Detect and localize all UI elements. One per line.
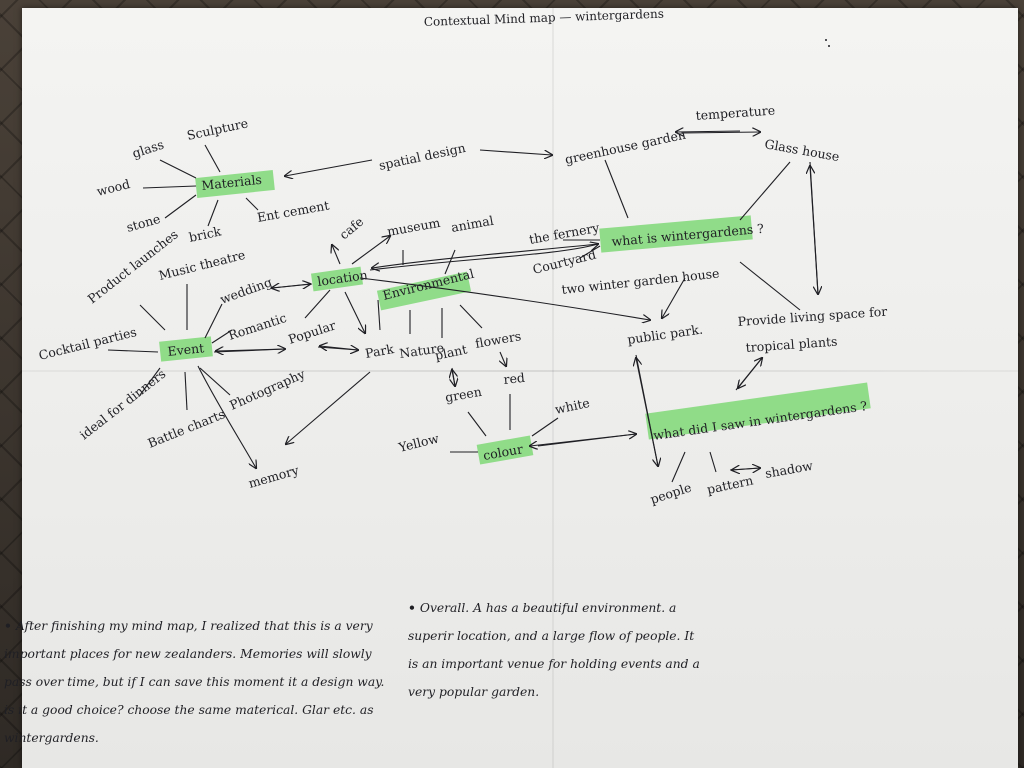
node-public-park: public park. <box>626 322 703 347</box>
node-cocktail-parties: Cocktail parties <box>37 324 138 363</box>
node-courtyard: Courtyard <box>531 247 597 277</box>
node-ideal-for-dinners: ideal for dinners <box>77 366 169 442</box>
note-right-text: Overall. A has a beautiful environment. … <box>408 601 700 699</box>
node-wedding: wedding <box>218 274 274 307</box>
note-right: •Overall. A has a beautiful environment.… <box>408 594 708 706</box>
node-cafe: cafe <box>336 214 366 243</box>
node-the-fernery: the fernery <box>528 220 601 247</box>
highlights <box>159 169 871 465</box>
note-left-text: After finishing my mind map, I realized … <box>4 619 385 745</box>
node-animal: animal <box>450 213 495 235</box>
node-sculpture: Sculpture <box>186 115 250 143</box>
node-shadow: shadow <box>764 458 814 481</box>
node-greenhouse-garden: greenhouse garden <box>564 127 688 167</box>
node-red: red <box>503 370 526 387</box>
map-title: Contextual Mind map — wintergardens <box>424 7 664 29</box>
bullet-icon: • <box>4 618 12 633</box>
node-green: green <box>444 384 483 405</box>
node-two-wintergarden-house: two winter garden house <box>561 265 720 297</box>
note-left: •After finishing my mind map, I realized… <box>4 612 396 752</box>
node-location: location <box>316 267 368 289</box>
node-materials: Materials <box>201 172 263 193</box>
connectors <box>107 131 818 483</box>
paper-fold-vertical <box>552 8 554 768</box>
node-labels: Materials glass Sculpture wood stone bri… <box>37 102 888 506</box>
node-park: Park <box>364 341 395 361</box>
pen-dot <box>828 45 830 47</box>
node-event: Event <box>167 340 205 359</box>
node-romantic: Romantic <box>226 310 288 343</box>
node-music-theatre: Music theatre <box>157 247 247 283</box>
node-temperature: temperature <box>695 102 775 123</box>
node-plant: plant <box>434 341 469 362</box>
node-yellow: Yellow <box>396 430 440 455</box>
node-battle-charts: Battle charts <box>146 406 228 451</box>
node-pattern: pattern <box>706 473 755 497</box>
node-museum: museum <box>386 215 442 239</box>
node-stone: stone <box>125 211 162 235</box>
paper-fold-horizontal <box>22 370 1018 372</box>
node-nature: Nature <box>398 340 444 361</box>
node-colour: colour <box>482 441 524 463</box>
node-provide-living-space: Provide living space for <box>737 304 887 329</box>
node-glass-house: Glass house <box>763 136 840 164</box>
bullet-icon: • <box>408 600 416 615</box>
node-wood: wood <box>95 176 131 199</box>
node-glass: glass <box>130 137 165 161</box>
node-spatial-design: spatial design <box>378 140 467 173</box>
node-photography: Photography <box>227 366 308 413</box>
node-people: people <box>648 480 693 507</box>
node-white: white <box>554 395 592 417</box>
pen-dot <box>825 39 827 41</box>
node-popular: Popular <box>286 317 337 346</box>
node-tropical-plants: tropical plants <box>745 334 838 355</box>
node-cement: Ent cement <box>256 198 330 225</box>
node-flowers: flowers <box>474 328 522 351</box>
node-brick: brick <box>188 223 223 245</box>
